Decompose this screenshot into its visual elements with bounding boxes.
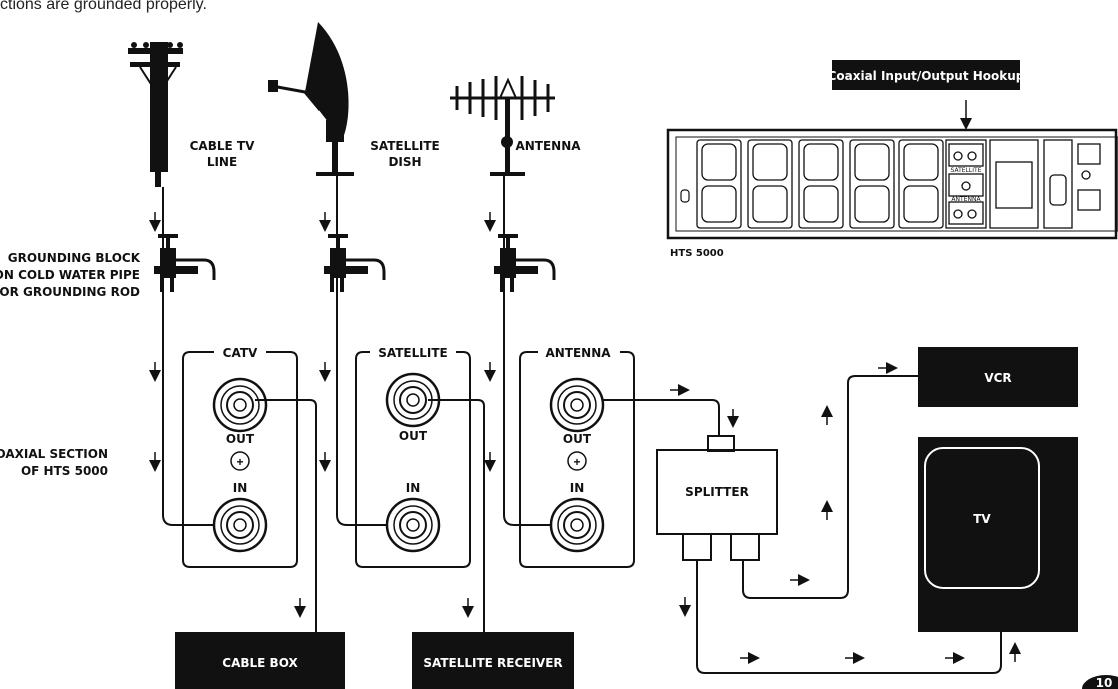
vcr-label: VCR bbox=[984, 371, 1011, 385]
grounding-label-2: ON COLD WATER PIPE bbox=[0, 268, 140, 282]
satellite-dish-icon bbox=[268, 22, 354, 176]
satellite-title: SATELLITE bbox=[378, 346, 448, 360]
catv-in-label: IN bbox=[233, 481, 248, 495]
hts-model-label: HTS 5000 bbox=[670, 248, 724, 259]
coaxial-section-label-2: OF HTS 5000 bbox=[21, 464, 108, 478]
satellite-panel: SATELLITE OUT IN bbox=[355, 346, 471, 568]
antenna-in-label: IN bbox=[570, 481, 585, 495]
hts-rear-panel: SATELLITE ANTENNA HTS 5000 bbox=[666, 128, 1118, 259]
jack-label-satellite: SATELLITE bbox=[951, 167, 982, 174]
antenna-panel: ANTENNA OUT + IN bbox=[519, 346, 635, 568]
page-number: 10 bbox=[1096, 676, 1113, 689]
catv-out-label: OUT bbox=[226, 432, 255, 446]
grounding-block-icon-2 bbox=[324, 234, 386, 292]
antenna-panel-title: ANTENNA bbox=[545, 346, 611, 360]
cable-tv-label-2: LINE bbox=[207, 155, 237, 169]
page-number-badge: 10 bbox=[1082, 675, 1118, 689]
grounding-label-3: OR GROUNDING ROD bbox=[0, 285, 140, 299]
satellite-receiver-label: SATELLITE RECEIVER bbox=[423, 656, 562, 670]
cable-box: CABLE BOX bbox=[175, 632, 345, 689]
grounding-label-1: GROUNDING BLOCK bbox=[8, 251, 141, 265]
cable-box-label: CABLE BOX bbox=[222, 656, 298, 670]
satellite-receiver: SATELLITE RECEIVER bbox=[412, 632, 574, 689]
satellite-in-label: IN bbox=[406, 481, 421, 495]
cable-tv-label-1: CABLE TV bbox=[190, 139, 255, 153]
catv-title: CATV bbox=[223, 346, 258, 360]
coaxial-section-label-1: COAXIAL SECTION bbox=[0, 447, 108, 461]
tv: TV bbox=[918, 437, 1078, 632]
antenna-label: ANTENNA bbox=[515, 139, 581, 153]
satellite-dish-label-1: SATELLITE bbox=[370, 139, 440, 153]
catv-panel: CATV OUT + IN bbox=[182, 346, 298, 568]
satellite-out-label: OUT bbox=[399, 429, 428, 443]
coax-cables bbox=[162, 176, 1002, 674]
utility-pole-icon bbox=[128, 42, 183, 187]
jack-label-antenna: ANTENNA bbox=[951, 196, 981, 203]
vcr: VCR bbox=[918, 347, 1078, 407]
splitter-label: SPLITTER bbox=[685, 485, 749, 499]
antenna-out-label: OUT bbox=[563, 432, 592, 446]
satellite-dish-label-2: DISH bbox=[388, 155, 421, 169]
screw-icon: + bbox=[236, 455, 243, 469]
antenna-icon bbox=[450, 76, 555, 176]
top-note: ctions are grounded properly. bbox=[0, 0, 207, 13]
coaxial-hookup-callout: Coaxial Input/Output Hookup bbox=[828, 60, 1025, 130]
tv-label: TV bbox=[973, 512, 991, 526]
splitter: SPLITTER bbox=[656, 435, 778, 561]
callout-label: Coaxial Input/Output Hookup bbox=[828, 69, 1025, 83]
screw-icon: + bbox=[573, 455, 580, 469]
